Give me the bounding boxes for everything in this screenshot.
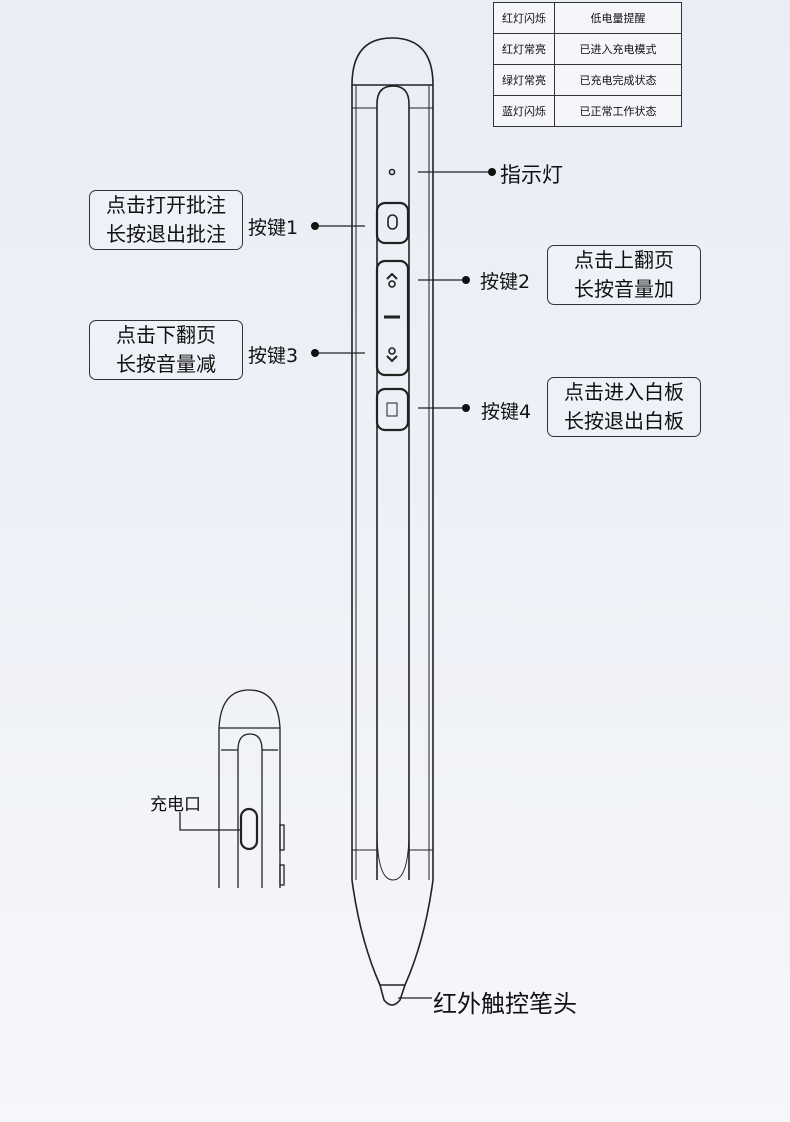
desc-line: 点击下翻页 (116, 323, 216, 347)
button-1-label: 按键1 (248, 217, 299, 239)
meaning-cell: 已正常工作状态 (554, 95, 682, 127)
table-row: 蓝灯闪烁已正常工作状态 (493, 95, 682, 127)
indicator-status-table: 红灯闪烁低电量提醒 红灯常亮已进入充电模式 绿灯常亮已充电完成状态 蓝灯闪烁已正… (493, 2, 682, 127)
callout-lines (315, 171, 492, 999)
table-row: 红灯闪烁低电量提醒 (493, 2, 682, 34)
light-cell: 蓝灯闪烁 (493, 95, 555, 127)
whiteboard-icon (386, 402, 398, 417)
charge-port-detail (179, 689, 285, 888)
button-2-description: 点击上翻页长按音量加 (547, 245, 701, 305)
desc-line: 长按退出白板 (564, 409, 684, 433)
table-row: 红灯常亮已进入充电模式 (493, 33, 682, 65)
meaning-cell: 已进入充电模式 (554, 33, 682, 65)
charge-port-label: 充电口 (150, 795, 201, 815)
light-cell: 红灯常亮 (493, 33, 555, 65)
button-4-label: 按键4 (481, 401, 532, 423)
pen-body (351, 37, 434, 1006)
tip-label: 红外触控笔头 (433, 990, 577, 1018)
indicator-label: 指示灯 (500, 163, 563, 187)
desc-line: 长按退出批注 (106, 222, 226, 246)
button-2-label: 按键2 (480, 271, 531, 293)
indicator-light (388, 168, 396, 176)
button-3-description: 点击下翻页长按音量减 (89, 320, 243, 380)
button-4[interactable] (375, 387, 410, 432)
desc-line: 点击上翻页 (574, 248, 674, 272)
desc-line: 点击进入白板 (564, 380, 684, 404)
desc-line: 长按音量减 (116, 352, 216, 376)
table-row: 绿灯常亮已充电完成状态 (493, 64, 682, 96)
desc-line: 长按音量加 (574, 277, 674, 301)
light-cell: 绿灯常亮 (493, 64, 555, 96)
button-1[interactable] (375, 201, 410, 245)
chevron-up-icon (386, 272, 398, 280)
button-3-label: 按键3 (248, 345, 299, 367)
button-2-3-rocker[interactable] (375, 259, 410, 377)
chevron-down-icon (386, 355, 398, 363)
mouse-icon (387, 214, 398, 230)
button-4-description: 点击进入白板长按退出白板 (547, 377, 701, 437)
desc-line: 点击打开批注 (106, 193, 226, 217)
usb-c-port (239, 807, 259, 851)
light-cell: 红灯闪烁 (493, 2, 555, 34)
meaning-cell: 已充电完成状态 (554, 64, 682, 96)
meaning-cell: 低电量提醒 (554, 2, 682, 34)
button-1-description: 点击打开批注长按退出批注 (89, 190, 243, 250)
